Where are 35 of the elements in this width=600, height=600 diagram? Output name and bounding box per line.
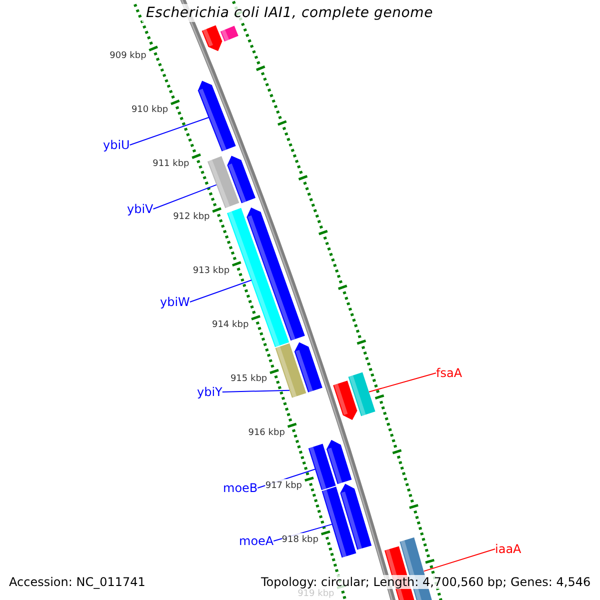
gene-block <box>227 208 290 348</box>
accession-text: Accession: NC_011741 <box>9 575 146 589</box>
gene-block <box>322 486 356 558</box>
scale-label: 911 kbp <box>152 156 190 171</box>
gene-block <box>275 343 306 398</box>
gene-block <box>208 156 240 208</box>
gene-block <box>348 372 376 416</box>
scale-label: 916 kbp <box>248 426 285 440</box>
gene-block <box>198 80 236 152</box>
gene-block <box>202 25 222 52</box>
gene-block <box>340 484 372 550</box>
gene-block <box>308 444 336 490</box>
scale-label: 910 kbp <box>131 102 168 117</box>
leader-line <box>129 117 210 146</box>
gene-block <box>294 342 322 392</box>
leader-line <box>189 280 252 302</box>
leader-line <box>368 372 436 392</box>
leader-line <box>423 548 496 572</box>
gene-label: ybiW <box>160 295 190 309</box>
leader-line <box>222 390 290 392</box>
scale-label: 915 kbp <box>230 372 268 386</box>
gene-label: ybiY <box>197 385 222 399</box>
gene-label: moeB <box>223 481 258 495</box>
gene-label: fsaA <box>436 366 462 380</box>
gene-block <box>246 208 305 341</box>
gene-block <box>227 156 256 204</box>
gene-label: ybiU <box>103 138 130 152</box>
gene-block <box>333 380 358 420</box>
gene-label: ybiV <box>127 202 154 216</box>
gene-label: iaaA <box>495 542 522 556</box>
gene-label: moeA <box>239 534 274 548</box>
scale-label: 914 kbp <box>212 318 249 332</box>
gene-block <box>220 26 238 42</box>
gene-block <box>326 440 352 484</box>
leader-line <box>152 184 217 210</box>
